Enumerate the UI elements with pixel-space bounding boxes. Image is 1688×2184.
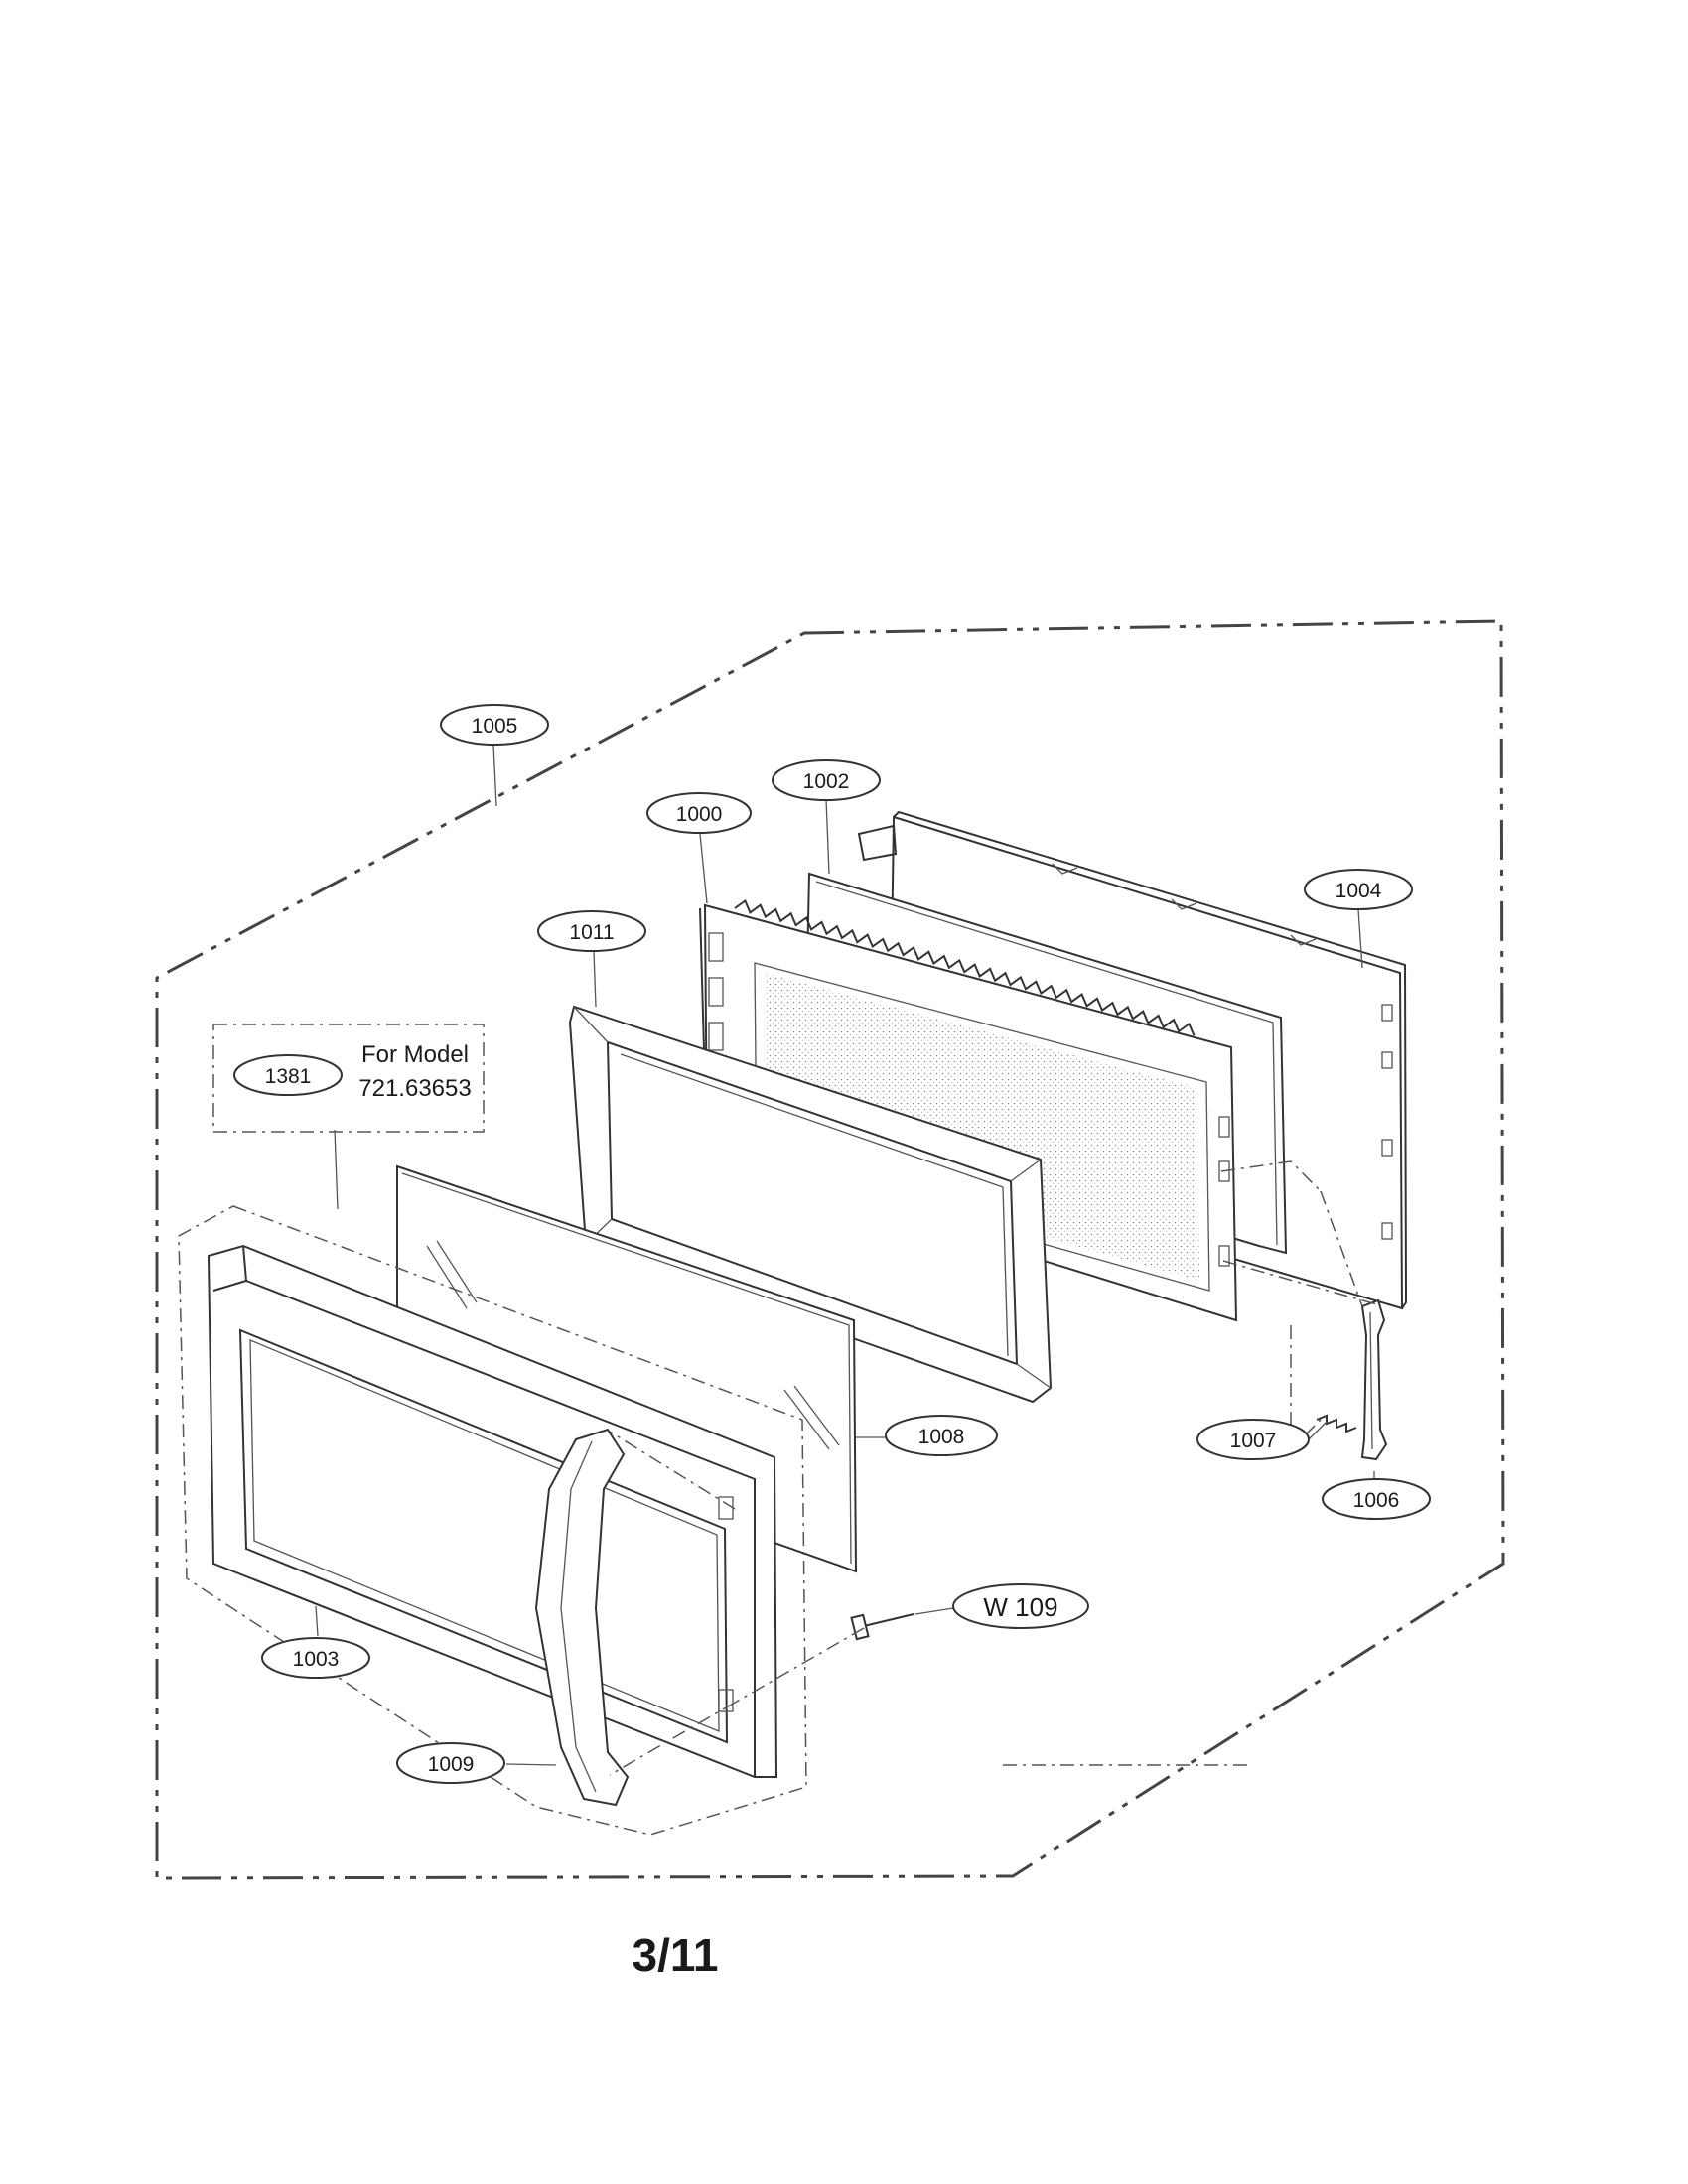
part-label-w109[interactable]: W 109 [952,1583,1089,1629]
part-label-1002[interactable]: 1002 [772,759,881,801]
part-1006-latch [1360,1298,1388,1461]
part-label-1008[interactable]: 1008 [885,1415,998,1456]
svg-text:1004: 1004 [1336,880,1382,902]
part-label-1009[interactable]: 1009 [396,1742,505,1784]
part-label-1006[interactable]: 1006 [1322,1478,1431,1520]
svg-text:1002: 1002 [803,770,850,793]
svg-text:1003: 1003 [293,1648,340,1671]
leader-lines [315,744,1375,1766]
part-label-1003[interactable]: 1003 [261,1637,370,1679]
svg-text:1381: 1381 [265,1065,312,1088]
part-label-1005[interactable]: 1005 [440,704,549,746]
model-assembly-boundary-1381 [178,1205,807,1836]
svg-text:1007: 1007 [1230,1430,1277,1452]
kit-boundary-1005 [155,619,1505,1880]
part-w109-screw [850,1613,914,1641]
part-label-1011[interactable]: 1011 [537,910,646,952]
svg-text:W 109: W 109 [983,1592,1057,1622]
part-1011-choke-cover [568,1005,1053,1404]
svg-text:1006: 1006 [1353,1489,1400,1512]
svg-text:1008: 1008 [918,1426,965,1448]
part-label-1007[interactable]: 1007 [1196,1419,1310,1460]
part-1007-spring [1316,1414,1357,1433]
part-label-1000[interactable]: 1000 [646,792,752,834]
svg-text:1000: 1000 [676,803,723,826]
page-number: 3/11 [633,1929,719,1980]
model-note-line1: For Model [361,1041,469,1068]
part-1000-inner-frame [699,898,1238,1322]
model-note-box: 1381 For Model 721.63653 [212,1024,485,1133]
svg-text:1009: 1009 [428,1753,475,1776]
part-label-1381[interactable]: 1381 [233,1054,343,1096]
part-1009-handle [534,1428,630,1807]
model-note-line2: 721.63653 [358,1075,471,1102]
part-label-1004[interactable]: 1004 [1304,869,1413,910]
svg-text:1011: 1011 [569,921,614,944]
svg-text:1005: 1005 [472,715,518,738]
